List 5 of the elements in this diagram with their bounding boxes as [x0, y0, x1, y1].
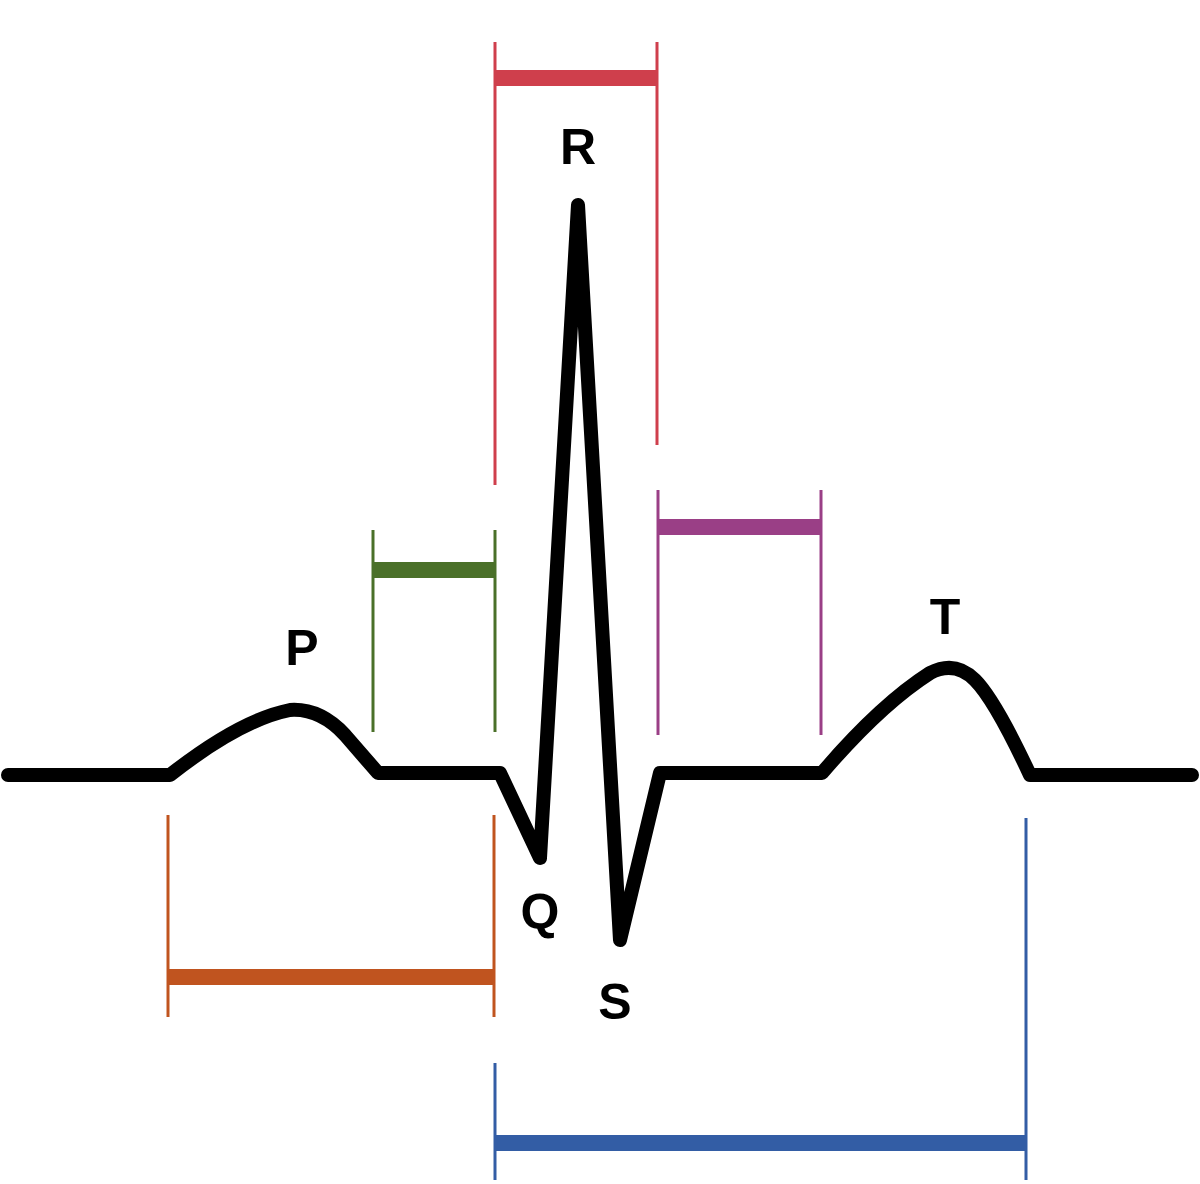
wave-label: T	[929, 592, 961, 642]
wave-label: Q	[520, 887, 560, 937]
wave-label: P	[285, 623, 319, 673]
wave-label: R	[559, 122, 597, 172]
wave-label: S	[598, 977, 632, 1027]
